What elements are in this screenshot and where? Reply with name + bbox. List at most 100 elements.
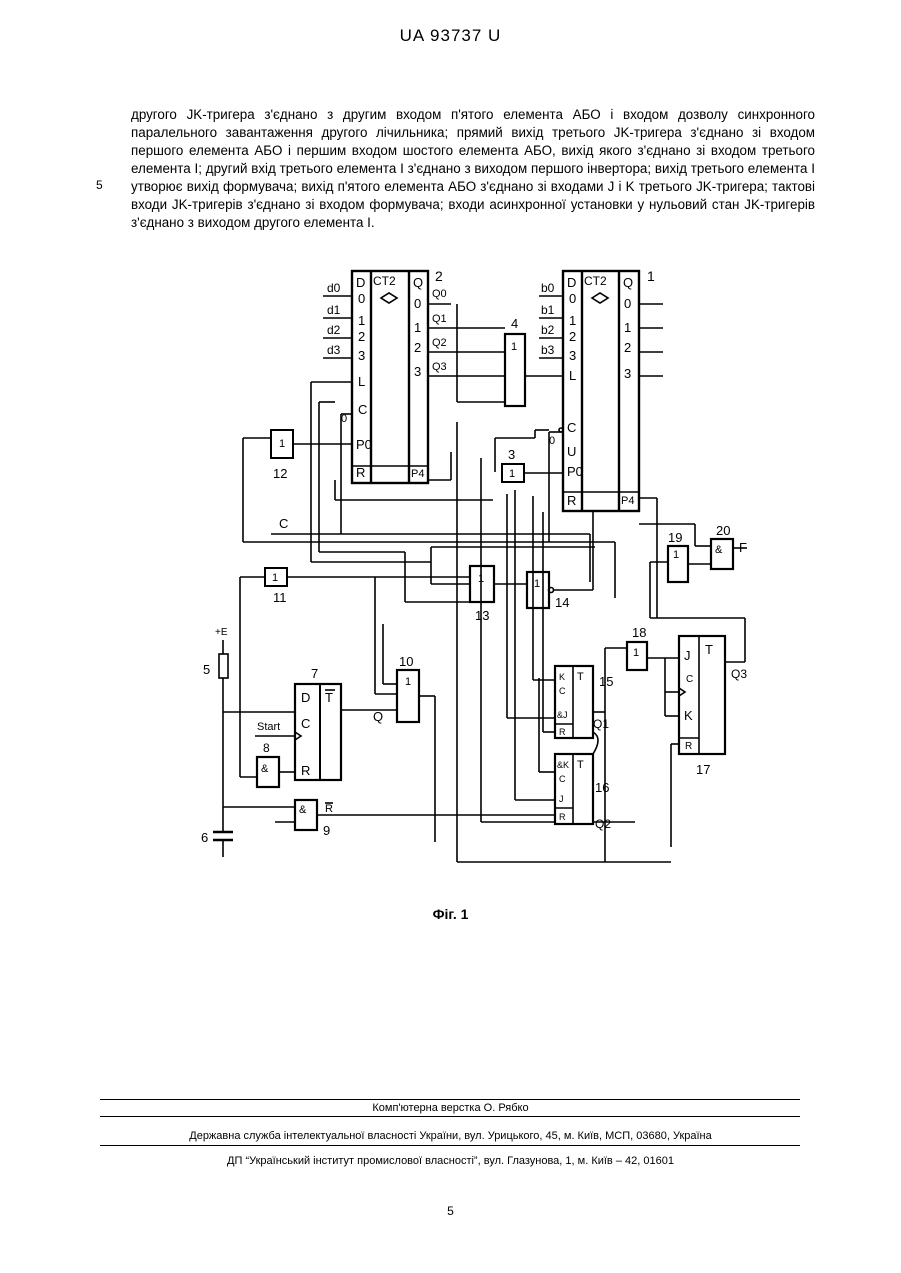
element-number: 2 xyxy=(435,268,443,284)
ct-label: D xyxy=(356,275,365,290)
footer-institute: ДП “Український інститут промислової вла… xyxy=(0,1155,901,1167)
ct-label: 2 xyxy=(358,329,365,344)
gate-14: 1 14 xyxy=(527,512,593,610)
footer-divider xyxy=(100,1099,800,1100)
ct-label: P4 xyxy=(411,468,424,480)
ct-label: 3 xyxy=(624,366,631,381)
ct-label: Q xyxy=(623,275,633,290)
trig-label: J xyxy=(559,794,564,804)
gate-symbol: & xyxy=(299,804,307,816)
trig-label: R xyxy=(685,741,692,752)
ct-label: 3 xyxy=(358,348,365,363)
clock-label: C xyxy=(279,516,288,531)
trig-label: C xyxy=(559,774,566,784)
line-number: 5 xyxy=(96,178,103,192)
ct-label: R xyxy=(567,493,576,508)
element-number: 19 xyxy=(668,530,682,545)
element-number: 3 xyxy=(508,447,515,462)
trig-label: K xyxy=(559,672,565,682)
trig-label: C xyxy=(301,716,310,731)
input-b3: b3 xyxy=(541,343,555,357)
footer-divider xyxy=(100,1145,800,1146)
trig-label: R xyxy=(559,812,566,822)
ct-title: CT2 xyxy=(373,274,396,288)
trig-label: &J xyxy=(557,710,568,720)
gate-9: & 9 R xyxy=(223,800,555,838)
element-number: 17 xyxy=(696,762,710,777)
ct-label: 1 xyxy=(358,313,365,328)
output-q1: Q1 xyxy=(593,717,609,731)
ct-label: R xyxy=(356,465,365,480)
ct-label: 1 xyxy=(569,313,576,328)
output-q: Q xyxy=(373,709,383,724)
trig-label: T xyxy=(577,759,584,771)
trig-label: D xyxy=(301,690,310,705)
element-number: 14 xyxy=(555,595,569,610)
gate-symbol: 1 xyxy=(534,578,540,590)
ct-label: P0 xyxy=(356,437,372,452)
input-b2: b2 xyxy=(541,323,555,337)
capacitor-6: 6 xyxy=(201,830,233,857)
trigger-17: J C K R T 17 Q3 xyxy=(650,618,747,847)
element-number: 20 xyxy=(716,523,730,538)
ct-label: 0 xyxy=(358,291,365,306)
start-label: Start xyxy=(257,721,280,733)
trig-label: R xyxy=(559,727,566,737)
ct-title: CT2 xyxy=(584,274,607,288)
element-number: 1 xyxy=(647,268,655,284)
gate-symbol: 1 xyxy=(633,647,639,659)
ct-label: 1 xyxy=(414,320,421,335)
input-b0: b0 xyxy=(541,281,555,295)
output-q3: Q3 xyxy=(432,361,447,373)
trigger-16: &K C J R T 16 Q2 xyxy=(555,732,635,831)
gate-19: 1 19 xyxy=(650,530,711,618)
element-number: 7 xyxy=(311,666,318,681)
footer-divider xyxy=(100,1116,800,1117)
ct-label: L xyxy=(358,374,365,389)
gate-symbol: & xyxy=(715,544,723,556)
ct-label: D xyxy=(567,275,576,290)
element-number: 6 xyxy=(201,830,208,845)
element-number: 9 xyxy=(323,823,330,838)
figure-caption: Фіг. 1 xyxy=(0,906,901,922)
ct-label: P4 xyxy=(621,495,634,507)
ct-label: 3 xyxy=(569,348,576,363)
gate-symbol: 1 xyxy=(673,549,679,561)
input-d0: d0 xyxy=(327,281,341,295)
ct-label: 0 xyxy=(624,296,631,311)
claim-paragraph: другого JK-тригера з'єднано з другим вхо… xyxy=(131,106,815,232)
element-number: 5 xyxy=(203,662,210,677)
trig-label: T xyxy=(325,690,333,705)
ct-label: 0 xyxy=(414,296,421,311)
element-number: 11 xyxy=(273,590,287,605)
trig-label: J xyxy=(684,648,691,663)
patent-number: UA 93737 U xyxy=(0,26,901,46)
gate-symbol: 1 xyxy=(272,572,278,584)
element-number: 10 xyxy=(399,654,413,669)
ct-label: C xyxy=(358,402,367,417)
supply-label: +E xyxy=(215,627,228,638)
ct-label: 2 xyxy=(569,329,576,344)
element-number: 18 xyxy=(632,625,646,640)
footer-layout: Комп'ютерна верстка О. Рябко xyxy=(0,1102,901,1114)
gate-18: 1 18 xyxy=(605,625,680,670)
output-q2: Q2 xyxy=(595,817,611,831)
trig-label: R xyxy=(301,763,310,778)
circuit-diagram: D 0 1 2 3 L C P0 R CT2 Q 0 1 2 3 P4 2 0 … xyxy=(195,262,775,872)
trig-label: T xyxy=(705,642,713,657)
trig-label: T xyxy=(577,671,584,683)
output-q0: Q0 xyxy=(432,288,447,300)
output-q1: Q1 xyxy=(432,313,447,325)
gate-symbol: 1 xyxy=(509,468,515,480)
element-number: 15 xyxy=(599,674,613,689)
trig-label: &K xyxy=(557,760,569,770)
gate-symbol: 1 xyxy=(511,341,517,353)
trig-label: C xyxy=(686,674,693,685)
output-f: F xyxy=(739,540,747,555)
element-number: 13 xyxy=(475,608,489,623)
counter-1: D 0 1 2 3 L C U P0 R CT2 Q 0 1 2 3 P4 1 … xyxy=(539,268,663,511)
ct-label: L xyxy=(569,368,576,383)
ct-label: 3 xyxy=(414,364,421,379)
input-d3: d3 xyxy=(327,343,341,357)
counter-2: D 0 1 2 3 L C P0 R CT2 Q 0 1 2 3 P4 2 0 … xyxy=(323,268,505,483)
